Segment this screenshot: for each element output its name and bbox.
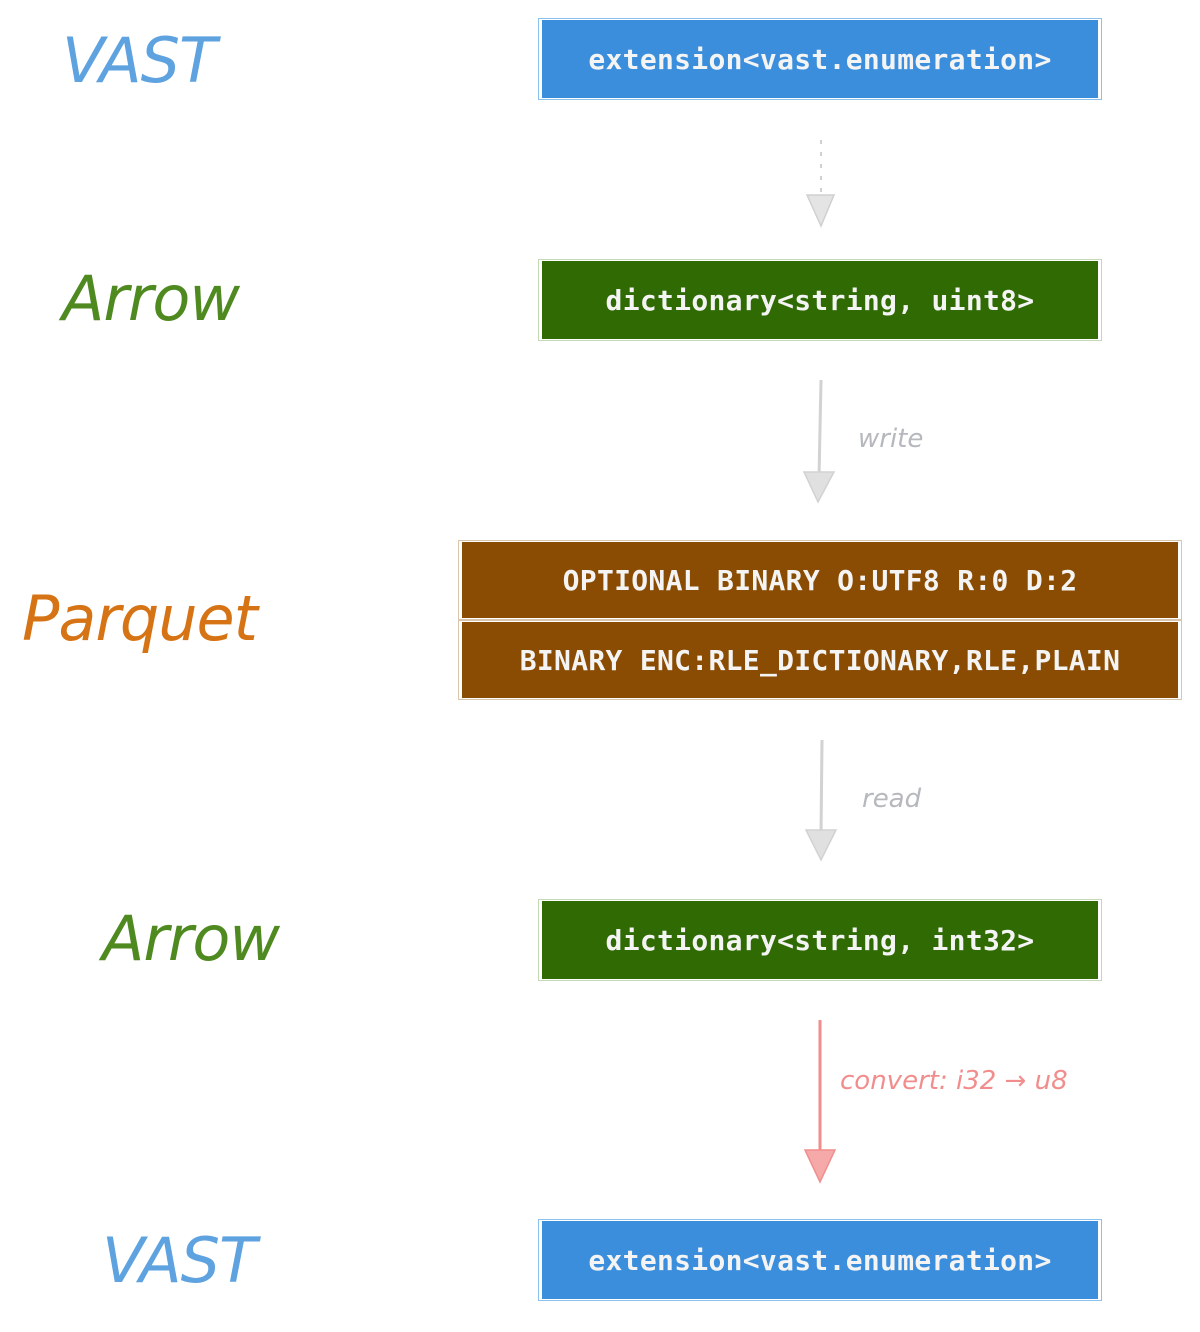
- layer-label-parquet: Parquet: [22, 582, 258, 655]
- convert-arrow: [803, 1020, 837, 1184]
- vast-type-box-bottom: extension<vast.enumeration>: [538, 1219, 1102, 1301]
- read-arrow: [804, 739, 838, 862]
- arrow-type-box-top: dictionary<string, uint8>: [538, 259, 1102, 341]
- parquet-schema-row: OPTIONAL BINARY O:UTF8 R:0 D:2: [458, 540, 1182, 620]
- write-edge-label: write: [858, 424, 924, 454]
- layer-label-vast-bottom: VAST: [102, 1224, 257, 1297]
- layer-label-arrow-bottom: Arrow: [102, 902, 280, 975]
- write-arrow: [802, 379, 836, 504]
- vast-type-box-top: extension<vast.enumeration>: [538, 18, 1102, 100]
- convert-edge-label: convert: i32 → u8: [840, 1066, 1068, 1096]
- layer-label-arrow-top: Arrow: [62, 262, 240, 335]
- arrow-type-box-bottom: dictionary<string, int32>: [538, 899, 1102, 981]
- dotted-mapping-arrow: [805, 140, 836, 228]
- parquet-encoding-row: BINARY ENC:RLE_DICTIONARY,RLE,PLAIN: [458, 620, 1182, 700]
- read-edge-label: read: [862, 784, 922, 814]
- layer-label-vast-top: VAST: [62, 24, 217, 97]
